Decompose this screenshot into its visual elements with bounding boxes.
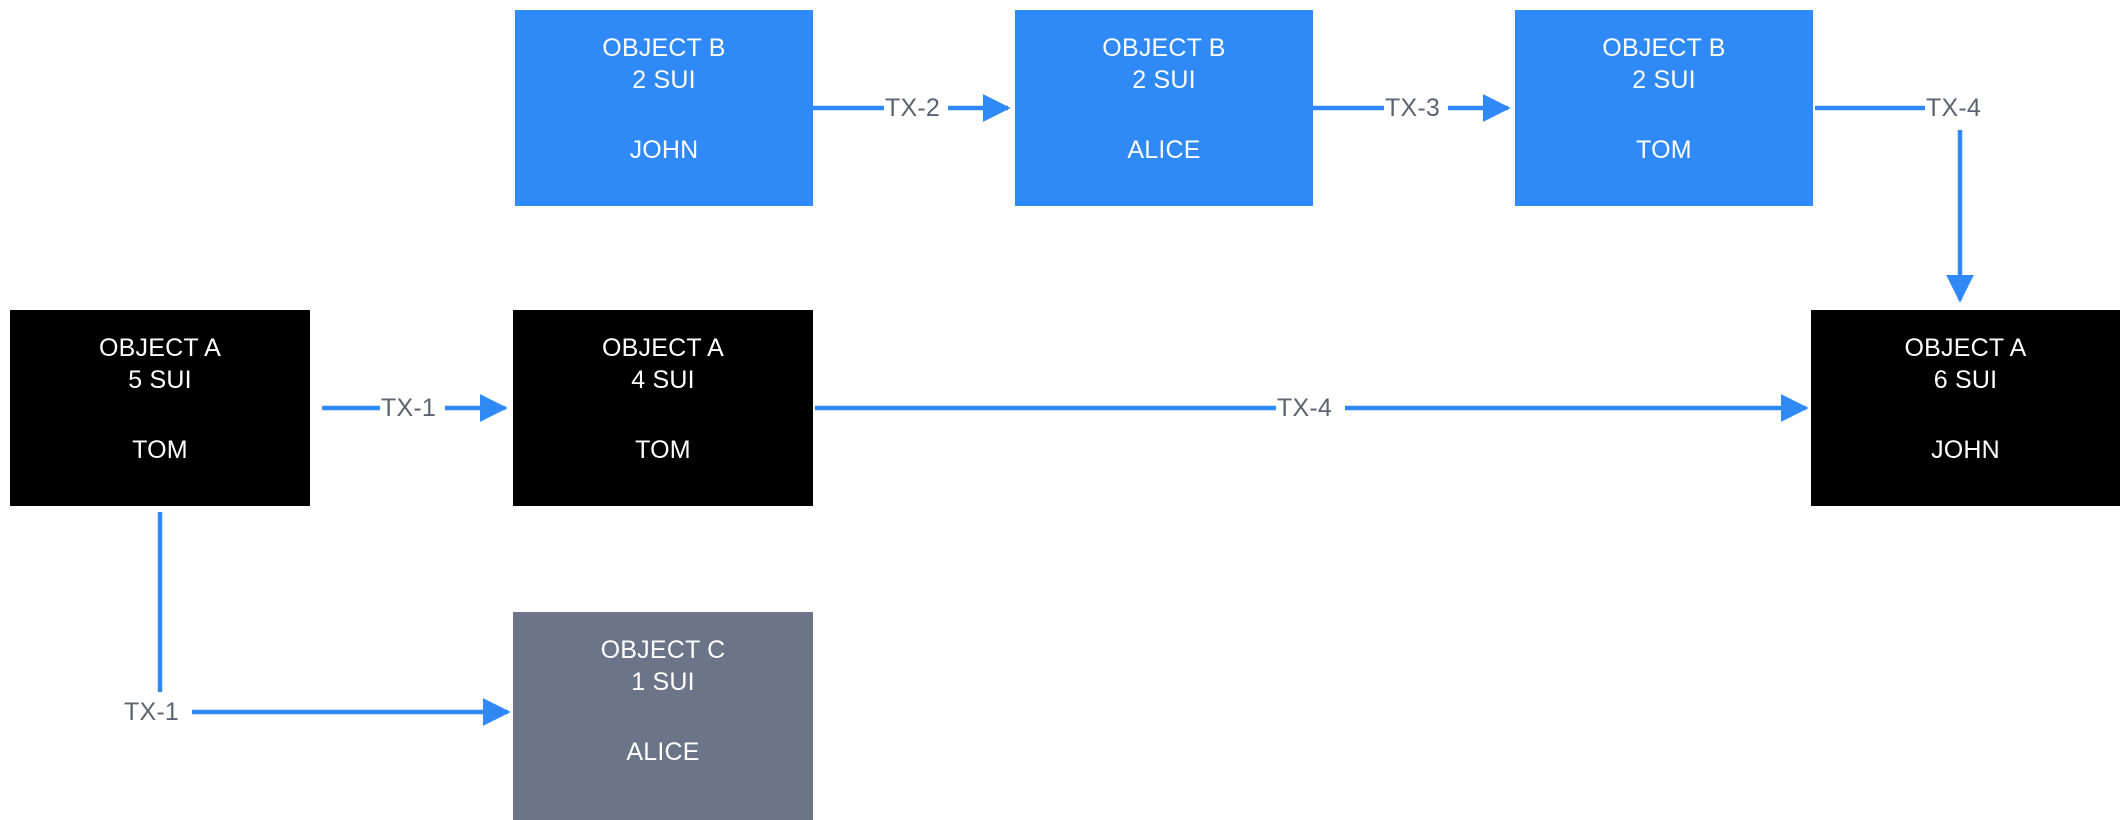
node-amount-label: 2 SUI [632, 66, 696, 94]
node-owner-label: TOM [132, 436, 188, 464]
node-object-label: OBJECT B [1102, 34, 1226, 62]
node-object-a-tom-4sui[interactable]: OBJECT A 4 SUI TOM [513, 310, 813, 506]
edge-label-tx-4-top: TX-4 [1926, 94, 1981, 122]
node-object-label: OBJECT C [600, 636, 726, 664]
edge-label-tx-1-bottom: TX-1 [124, 698, 179, 726]
edge-label-tx-1-middle: TX-1 [381, 394, 436, 422]
node-owner-label: TOM [635, 436, 691, 464]
node-object-label: OBJECT A [98, 334, 221, 362]
edge-label-tx-4-middle: TX-4 [1277, 394, 1332, 422]
node-object-b-alice[interactable]: OBJECT B 2 SUI ALICE [1015, 10, 1313, 206]
node-object-c-alice[interactable]: OBJECT C 1 SUI ALICE [513, 612, 813, 820]
node-amount-label: 1 SUI [631, 668, 695, 696]
node-object-label: OBJECT A [1904, 334, 2027, 362]
node-amount-label: 6 SUI [1933, 366, 1998, 394]
node-object-label: OBJECT B [602, 34, 726, 62]
edge-label-tx-3: TX-3 [1385, 94, 1440, 122]
node-object-label: OBJECT A [601, 334, 724, 362]
node-amount-label: 5 SUI [128, 366, 192, 394]
node-amount-label: 2 SUI [1632, 66, 1696, 94]
connector-tx-4-top [1815, 105, 1974, 303]
node-amount-label: 4 SUI [631, 366, 695, 394]
node-object-b-tom[interactable]: OBJECT B 2 SUI TOM [1515, 10, 1813, 206]
node-owner-label: ALICE [1127, 136, 1201, 164]
edge-label-tx-2: TX-2 [885, 94, 940, 122]
node-object-a-tom-5sui[interactable]: OBJECT A 5 SUI TOM [10, 310, 310, 506]
node-amount-label: 2 SUI [1132, 66, 1196, 94]
node-object-b-john[interactable]: OBJECT B 2 SUI JOHN [515, 10, 813, 206]
node-owner-label: ALICE [626, 738, 700, 766]
node-object-a-john-6sui[interactable]: OBJECT A 6 SUI JOHN [1811, 310, 2120, 506]
connector-tx-1-bottom [157, 512, 511, 726]
node-owner-label: JOHN [1931, 436, 2000, 464]
node-owner-label: JOHN [629, 136, 699, 164]
node-object-label: OBJECT B [1602, 34, 1726, 62]
node-owner-label: TOM [1636, 136, 1692, 164]
